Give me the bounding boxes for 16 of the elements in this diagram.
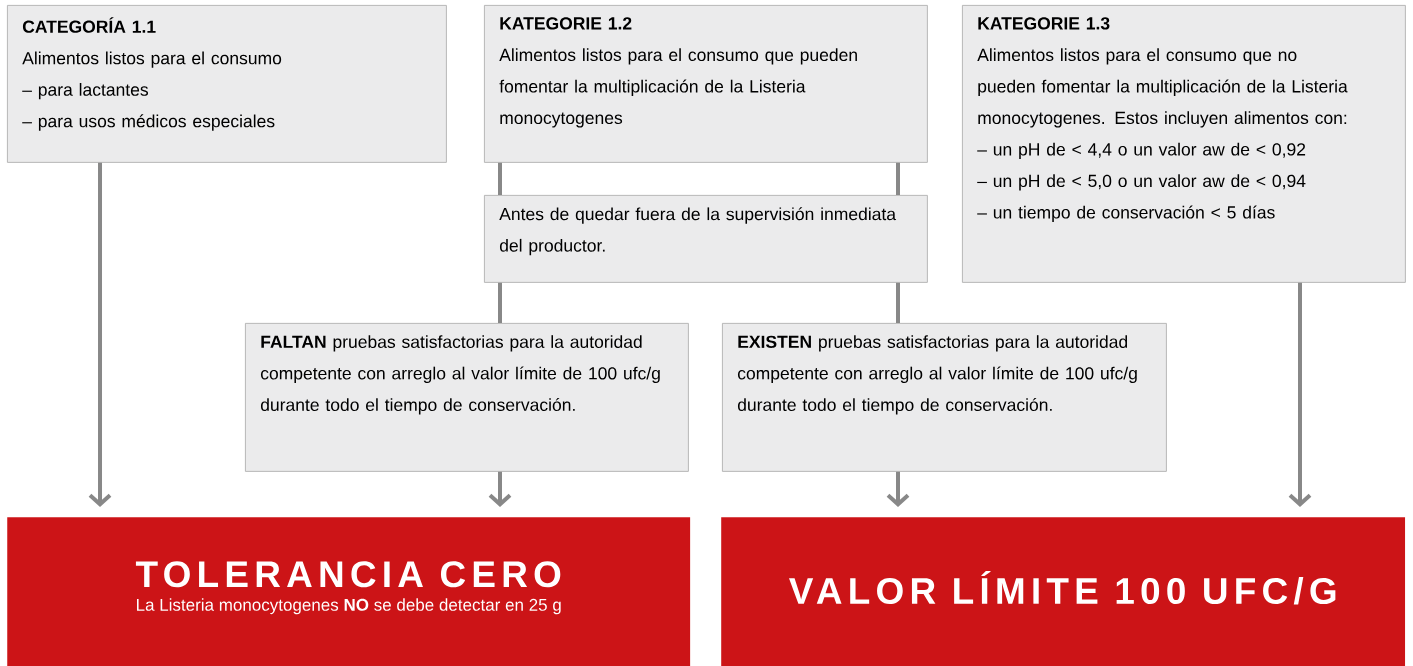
- text-box: KATEGORIE 1.2 Alimentos listos para el consumo que pueden fomentar la multiplicación de la Listeria monocytogenes: [484, 5, 928, 163]
- result-box: TOLERANCIA CERO La Listeria monocytogenes NO se debe detectar en 25 g: [7, 517, 691, 666]
- connector-line: [498, 162, 502, 195]
- connector-line: [886, 471, 910, 507]
- result-box: VALOR LÍMITE 100 UFC/G: [721, 517, 1406, 666]
- connector-line: [896, 282, 900, 323]
- connector-line: [1288, 282, 1312, 507]
- connector-line: [896, 162, 900, 195]
- connector-line: [88, 162, 112, 507]
- text-box: Antes de quedar fuera de la supervisión inmediata del productor.: [484, 195, 928, 283]
- text-box: KATEGORIE 1.3 Alimentos listos para el consumo que no pueden fomentar la multiplicación de la Listeria monocytogenes. Estos incluyen alimentos con: – un pH de < 4,4 o un valor aw de < 0,92 – un pH de < 5,0 o un valor aw de < 0,94 – un tiempo de conservación < 5 días: [962, 5, 1406, 283]
- text-box: FALTAN pruebas satisfactorias para la autoridad competente con arreglo al valor límite de 100 ufc/g durante todo el tiempo de conservación.: [245, 323, 689, 472]
- connector-line: [498, 282, 502, 323]
- text-box: CATEGORÍA 1.1 Alimentos listos para el consumo – para lactantes – para usos médicos especiales: [7, 5, 447, 163]
- connector-line: [488, 471, 512, 507]
- text-box: EXISTEN pruebas satisfactorias para la autoridad competente con arreglo al valor límite de 100 ufc/g durante todo el tiempo de conservación.: [722, 323, 1167, 472]
